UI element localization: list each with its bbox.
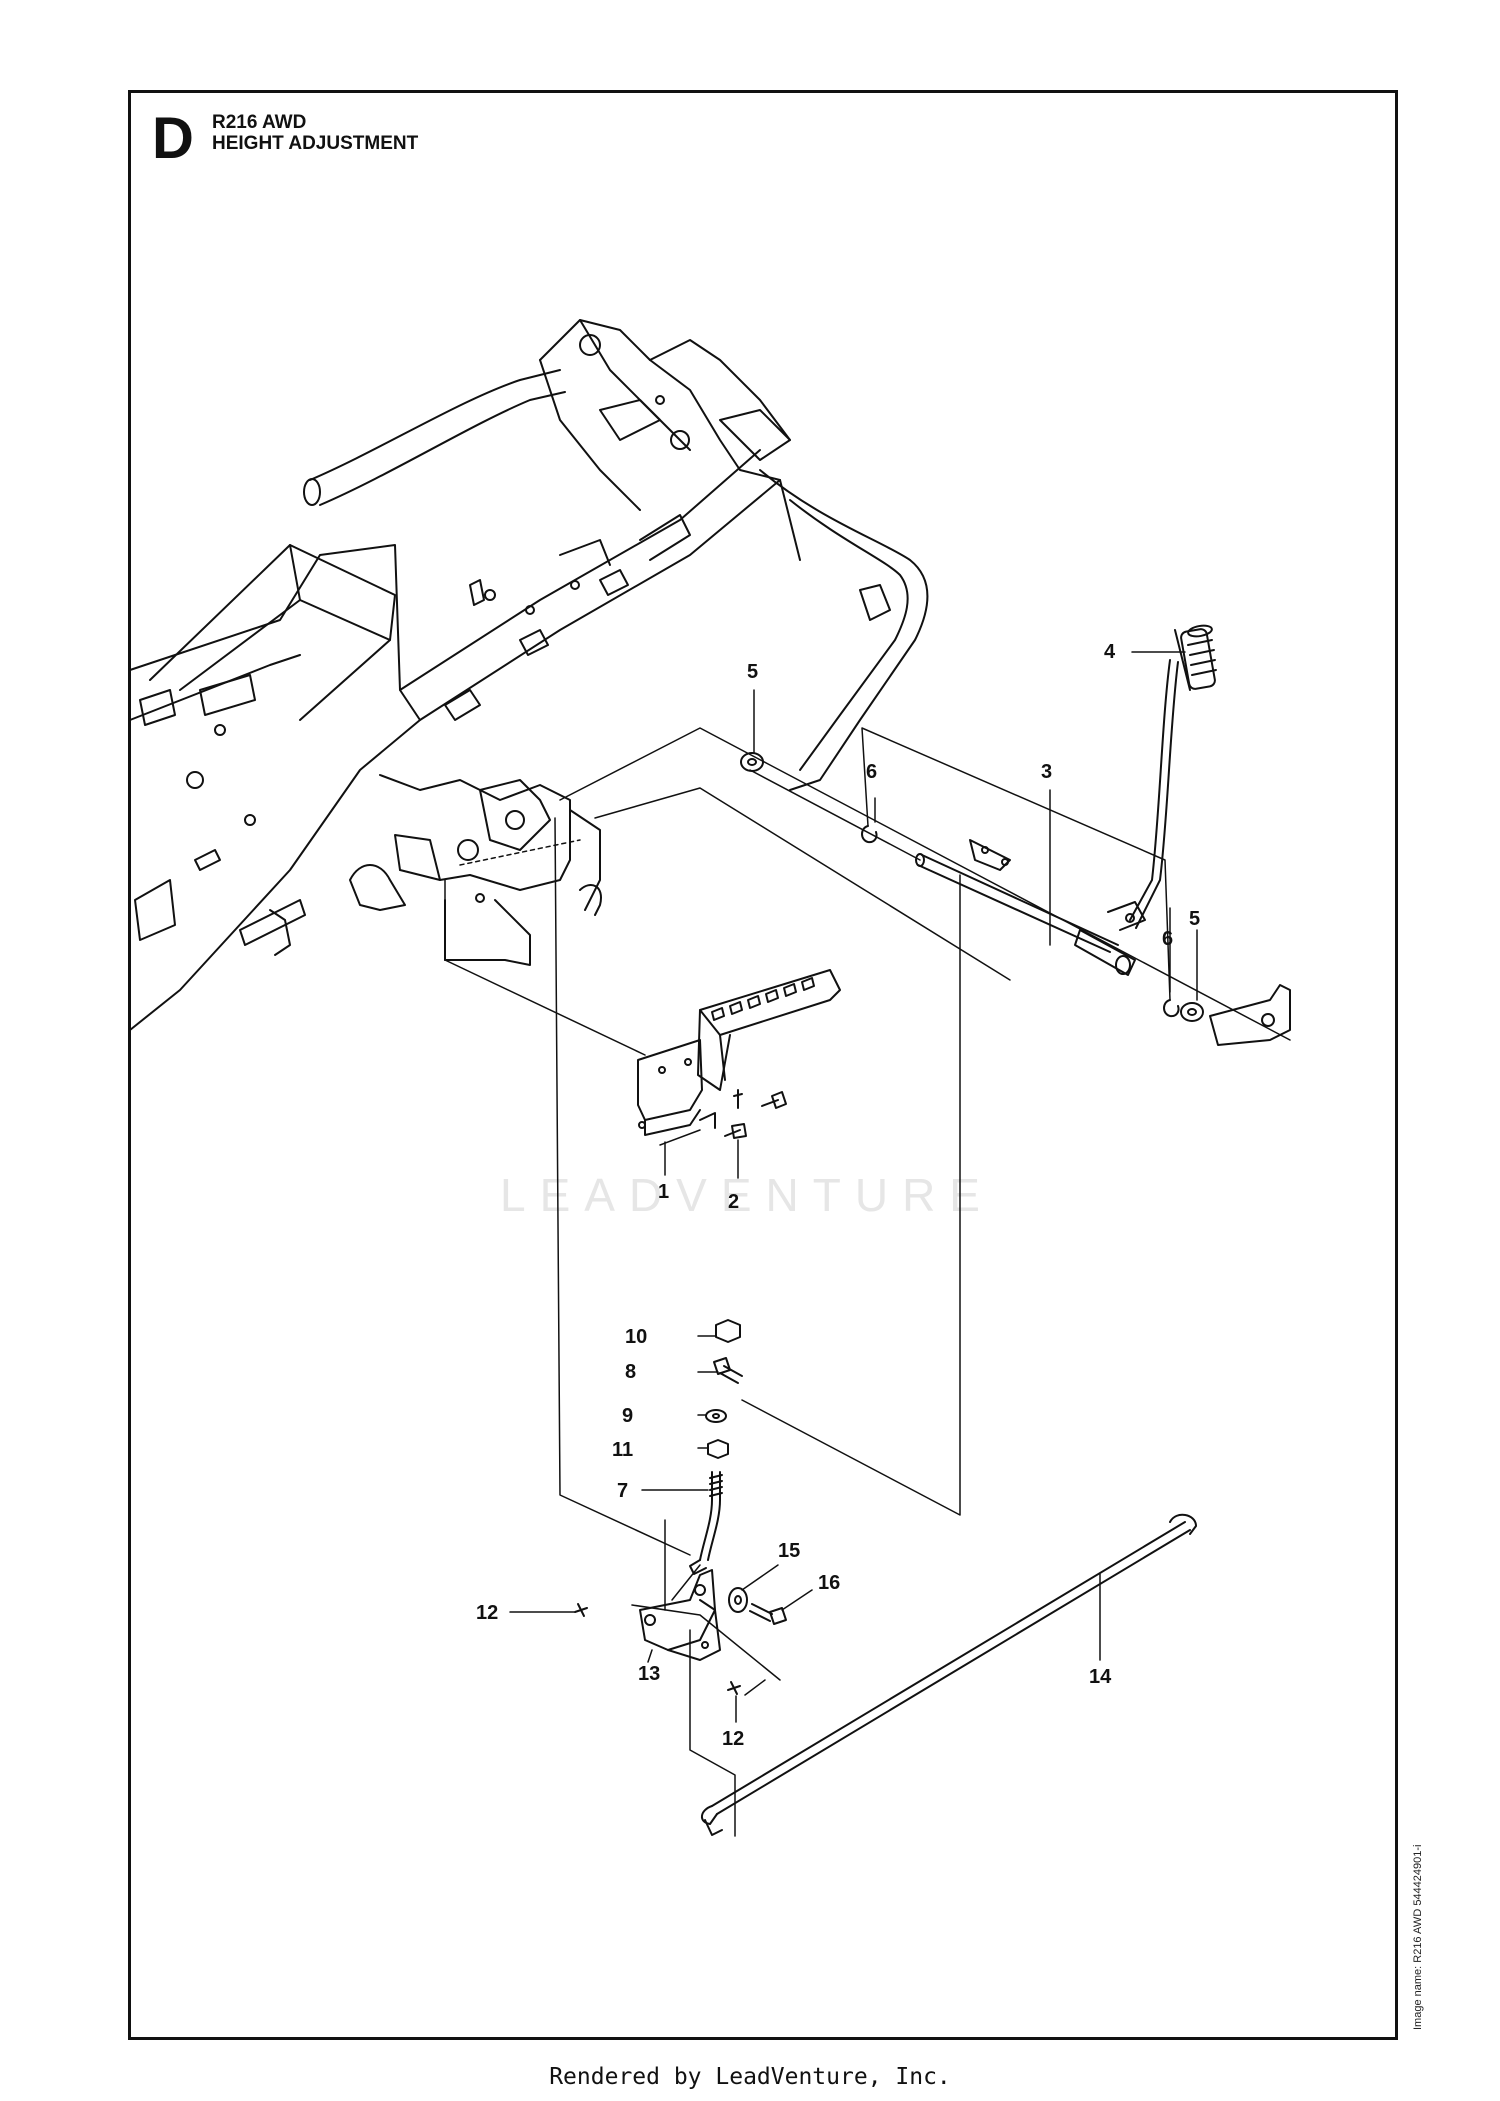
callout-16: 16: [818, 1572, 840, 1594]
callout-8: 8: [625, 1361, 636, 1383]
part-4-lever: [1129, 624, 1217, 929]
chassis-frame: [129, 319, 929, 1031]
callout-11: 11: [612, 1439, 633, 1461]
callout-4: 4: [1104, 641, 1116, 663]
callout-6-right: 6: [1162, 928, 1173, 950]
callout-labels: 1 2 3 4 5 5 6 6 7 8 9 10 11 12 12 13 14 …: [476, 641, 1200, 1750]
callout-5-right: 5: [1189, 908, 1200, 930]
callout-13: 13: [638, 1663, 660, 1685]
section-letter: D: [152, 106, 194, 171]
callout-2: 2: [728, 1191, 739, 1213]
diagram-title: HEIGHT ADJUSTMENT: [212, 133, 419, 154]
part-2-bolts: [724, 1089, 787, 1139]
diagram-frame: [128, 90, 1398, 2040]
part-13-pivot-bracket: [639, 1569, 721, 1661]
footer-credit: Rendered by LeadVenture, Inc.: [549, 2064, 951, 2090]
callout-7: 7: [617, 1480, 628, 1502]
part-16-bolt: [749, 1603, 787, 1625]
part-15-washer: [728, 1587, 748, 1613]
callout-10: 10: [625, 1326, 647, 1348]
assembly-lines: [444, 727, 1291, 1837]
part-9-washer: [705, 1409, 727, 1423]
watermark: LEADVENTURE: [500, 1169, 994, 1221]
callout-14: 14: [1089, 1666, 1112, 1688]
image-code: Image name: R216 AWD 544424901-i: [1412, 1844, 1424, 2030]
callout-12-bottom: 12: [722, 1728, 744, 1750]
callout-12-left: 12: [476, 1602, 498, 1624]
shaft-end-bracket: [1209, 984, 1291, 1046]
part-10-nut: [715, 1319, 741, 1343]
part-12-pins: [574, 1603, 741, 1695]
part-14-link-rod: [701, 1513, 1197, 1836]
part-3-shaft: [915, 839, 1146, 976]
callout-5-left: 5: [747, 661, 758, 683]
title-block: R216 AWD HEIGHT ADJUSTMENT: [212, 112, 418, 154]
model-name: R216 AWD: [212, 112, 307, 133]
part-5-bushings: [740, 752, 1204, 1022]
callout-6-left: 6: [866, 761, 877, 783]
callout-1: 1: [658, 1181, 669, 1203]
part-1-bracket: [637, 969, 841, 1136]
callout-15: 15: [778, 1540, 800, 1562]
callout-9: 9: [622, 1405, 633, 1427]
callout-leaders: [509, 651, 1198, 1723]
part-7-rod: [689, 1471, 723, 1575]
part-8-bolt: [713, 1357, 743, 1384]
part-11-nut: [707, 1439, 729, 1459]
callout-3: 3: [1041, 761, 1052, 783]
